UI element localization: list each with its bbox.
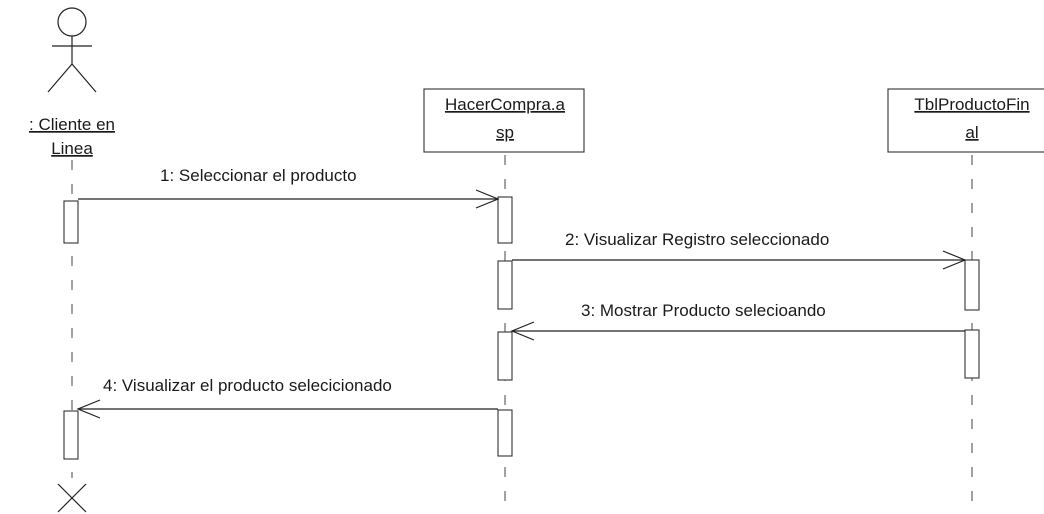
destroy-x-icon: [57, 483, 87, 513]
activation-bar-tblproductofinal-1: [964, 259, 980, 311]
activation-bar-cliente-1: [63, 200, 79, 244]
object-name-hacercompra-line2: sp: [496, 123, 514, 142]
object-box-hacercompra: [423, 88, 585, 153]
activation-bar-tblproductofinal-2: [964, 329, 980, 379]
message-label-4: 4: Visualizar el producto selecicionado: [103, 376, 392, 395]
actor-name-line2: Linea: [51, 139, 93, 158]
actor-name-line1: : Cliente en: [29, 115, 115, 134]
object-name-hacercompra-line1: HacerCompra.a: [445, 95, 566, 114]
activation-bar-hacercompra-3: [497, 331, 513, 381]
activation-bar-hacercompra-4: [497, 409, 513, 457]
object-name-tblproductofinal-line1: TblProductoFin: [914, 95, 1029, 114]
message-label-2: 2: Visualizar Registro seleccionado: [565, 230, 829, 249]
activation-bar-hacercompra-2: [497, 260, 513, 310]
object-box-tblproductofinal: [887, 88, 1044, 153]
arrowhead-1: [475, 189, 500, 209]
activation-bar-hacercompra-1: [497, 196, 513, 244]
arrowhead-2: [942, 250, 967, 270]
activation-bar-cliente-2: [63, 410, 79, 460]
arrowhead-4: [76, 399, 101, 419]
object-name-tblproductofinal-line2: al: [965, 123, 978, 142]
message-label-1: 1: Seleccionar el producto: [160, 166, 357, 185]
actor-figure: [47, 7, 97, 93]
message-label-3: 3: Mostrar Producto selecioando: [581, 301, 826, 320]
arrowhead-3: [510, 321, 535, 341]
